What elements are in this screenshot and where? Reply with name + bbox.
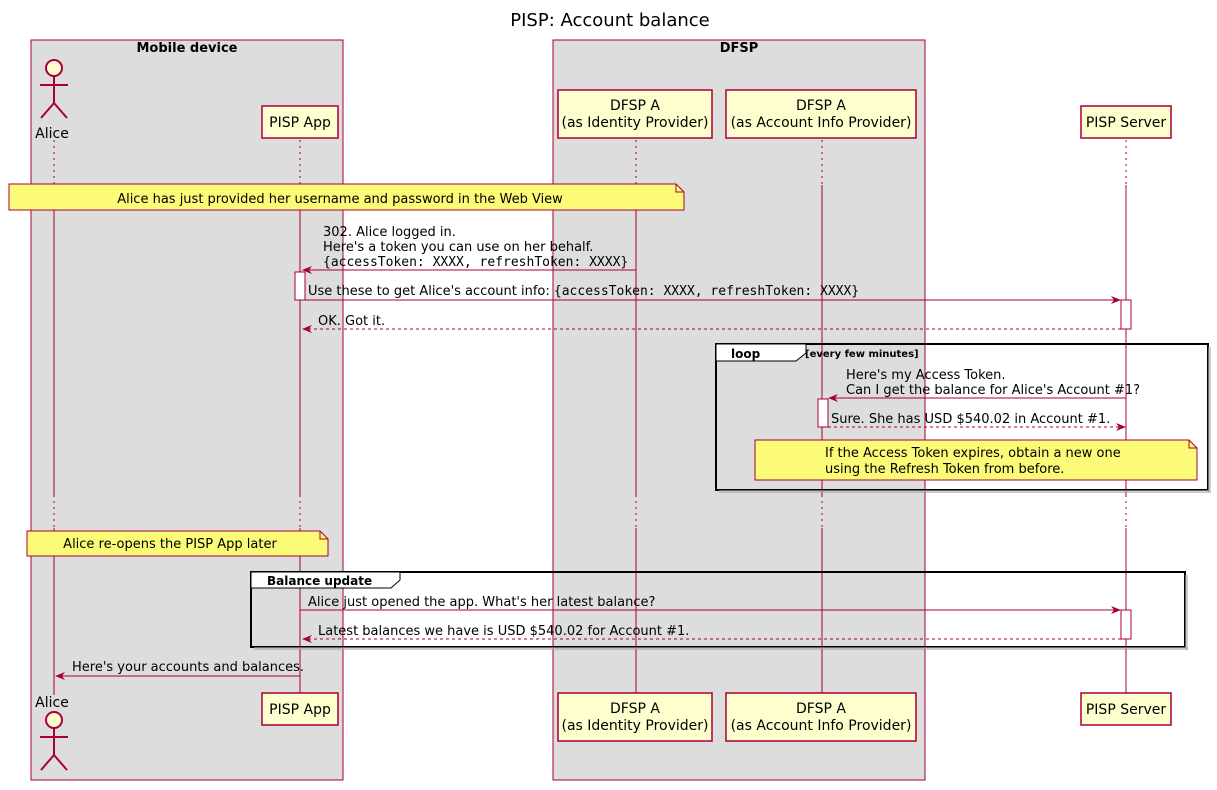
participant-label-pisp-server-bottom: PISP Server	[1086, 702, 1167, 718]
participant-aip-top: DFSP A (as Account Info Provider)	[725, 89, 917, 139]
participant-label-idp-1: DFSP A	[610, 98, 660, 114]
frame-loop: loop [every few minutes]	[715, 343, 1211, 493]
activation-pisp-server-2	[1120, 609, 1132, 640]
note-refresh-line1: If the Access Token expires, obtain a ne…	[825, 446, 1121, 461]
participant-idp-bottom: DFSP A (as Identity Provider)	[557, 692, 713, 742]
box-mobile-device: Mobile device	[30, 39, 344, 781]
activation-aip	[817, 398, 829, 428]
actor-figure-icon	[40, 711, 68, 771]
participant-label-idp-2: (as Identity Provider)	[562, 115, 709, 131]
note-username-password: Alice has just provided her username and…	[8, 183, 685, 211]
message-accounts-balances-label: Here's your accounts and balances.	[72, 660, 304, 675]
participant-label-aip-bottom-1: DFSP A	[796, 701, 846, 717]
participant-label-idp-bottom-2: (as Identity Provider)	[562, 718, 709, 734]
participant-label-alice: Alice	[35, 126, 69, 142]
note-reopens: Alice re-opens the PISP App later	[26, 530, 329, 557]
activation-pisp-server	[1120, 299, 1132, 330]
message-balance-reply-label: Sure. She has USD $540.02 in Account #1.	[831, 412, 1110, 427]
message-latest-balance-reply-label: Latest balances we have is USD $540.02 f…	[318, 624, 689, 639]
message-logged-in: 302. Alice logged in. Here's a token you…	[302, 225, 636, 274]
message-access-token-line2: Can I get the balance for Alice's Accoun…	[846, 383, 1140, 398]
participant-idp-top: DFSP A (as Identity Provider)	[557, 89, 713, 139]
frame-loop-keyword: loop	[731, 347, 761, 361]
note-refresh-line2: using the Refresh Token from before.	[825, 462, 1064, 477]
participant-pisp-app-top: PISP App	[261, 105, 339, 139]
message-use-tokens-code: {accessToken: XXXX, refreshToken: XXXX}	[554, 284, 859, 299]
participant-label-aip-bottom-2: (as Account Info Provider)	[731, 718, 912, 734]
box-dfsp: DFSP	[552, 39, 926, 781]
message-use-tokens-label: Use these to get Alice's account info: {…	[308, 284, 859, 299]
message-access-token: Here's my Access Token. Can I get the ba…	[828, 368, 1140, 402]
actor-alice-top: Alice	[35, 59, 69, 142]
participant-label-pisp-app-bottom: PISP App	[269, 702, 331, 718]
participant-label-pisp-server: PISP Server	[1086, 115, 1167, 131]
participant-label-pisp-app: PISP App	[269, 115, 331, 131]
diagram-title: PISP: Account balance	[510, 10, 710, 31]
message-logged-in-line2: Here's a token you can use on her behalf…	[323, 240, 593, 255]
participant-label-aip-2: (as Account Info Provider)	[731, 115, 912, 131]
message-logged-in-line3: {accessToken: XXXX, refreshToken: XXXX}	[323, 255, 628, 270]
message-balance-reply: Sure. She has USD $540.02 in Account #1.	[828, 412, 1126, 431]
activation-pisp-app	[294, 271, 306, 301]
frame-loop-guard: [every few minutes]	[805, 349, 919, 360]
frame-balance-update-title: Balance update	[267, 574, 372, 588]
frame-balance-update: Balance update	[250, 571, 1188, 650]
note-refresh-token: If the Access Token expires, obtain a ne…	[754, 439, 1198, 481]
message-ok-got-it: OK. Got it.	[302, 314, 1121, 333]
message-ok-got-it-label: OK. Got it.	[318, 314, 385, 329]
participant-label-alice-bottom: Alice	[35, 695, 69, 711]
participant-aip-bottom: DFSP A (as Account Info Provider)	[725, 692, 917, 742]
box-dfsp-title: DFSP	[720, 41, 759, 56]
box-mobile-device-title: Mobile device	[136, 41, 237, 56]
message-use-tokens: Use these to get Alice's account info: {…	[305, 284, 1121, 304]
participant-label-aip-1: DFSP A	[796, 98, 846, 114]
message-access-token-line1: Here's my Access Token.	[846, 368, 1006, 383]
actor-alice-bottom: Alice	[35, 695, 69, 771]
participant-label-idp-bottom-1: DFSP A	[610, 701, 660, 717]
note-username-text: Alice has just provided her username and…	[117, 192, 563, 207]
message-use-tokens-prefix: Use these to get Alice's account info:	[308, 284, 554, 299]
participant-pisp-server-bottom: PISP Server	[1080, 692, 1172, 726]
note-reopens-text: Alice re-opens the PISP App later	[63, 537, 277, 552]
message-latest-balance-request-label: Alice just opened the app. What's her la…	[308, 595, 655, 610]
message-accounts-balances: Here's your accounts and balances.	[55, 660, 304, 680]
message-latest-balance-reply: Latest balances we have is USD $540.02 f…	[302, 624, 1121, 643]
message-latest-balance-request: Alice just opened the app. What's her la…	[300, 595, 1121, 614]
participant-pisp-app-bottom: PISP App	[261, 692, 339, 726]
actor-figure-icon	[40, 59, 68, 119]
message-logged-in-line1: 302. Alice logged in.	[323, 225, 456, 240]
participant-pisp-server-top: PISP Server	[1080, 105, 1172, 139]
